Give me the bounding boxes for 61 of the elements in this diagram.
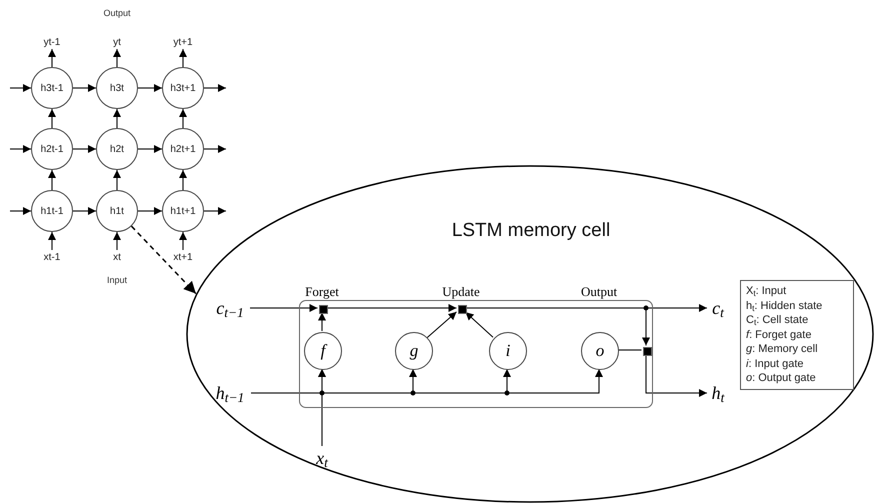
arrow [113,170,121,190]
arrow [72,207,96,215]
arrow [48,108,56,128]
arrow [10,207,32,215]
legend-entry: g: Memory cell [746,342,819,357]
arrow [113,232,121,250]
arrow [204,84,226,92]
gate-heading: Forget [304,285,340,298]
sequence-label: xt+1 [166,250,200,264]
math-label: h$_{t−1}$ [209,381,251,405]
sequence-label: yt+1 [166,35,200,49]
arrow [48,170,56,190]
product-square [642,346,652,356]
sequence-label: xt [100,250,134,264]
arrow [646,354,708,397]
math-label: x$_{t}$ [309,446,335,470]
arrow [318,312,326,332]
legend-entry: i: Input gate [746,356,804,372]
legend-entry: X$_{t}$: Input [746,284,788,299]
product-square [318,304,328,314]
sequence-label: xt-1 [35,250,69,264]
sequence-label: yt-1 [35,35,69,49]
arrow [179,48,187,68]
arrow [179,108,187,128]
arrow [138,84,162,92]
sequence-label: yt [100,35,134,49]
arrow [465,312,494,338]
arrow [318,368,326,446]
cell-title: LSTM memory cell [450,219,612,243]
output-caption: Output [102,9,132,18]
arrow [113,48,121,68]
arrow [179,170,187,190]
arrow [138,145,162,153]
arrow [204,207,226,215]
arrow [48,48,56,68]
math-label: h$_{t}$ [707,381,729,405]
legend-entry: h$_{t}$: Hidden state [746,298,824,314]
arrow [10,145,32,153]
arrow [326,304,457,312]
legend-entry: C$_{t}$: Cell state [746,313,810,328]
cell-frame [299,300,653,408]
gate-heading: Update [441,285,481,298]
arrow [72,84,96,92]
arrow [426,311,457,338]
arrow [48,232,56,250]
legend-box [740,280,854,390]
legend-entry: o: Output gate [746,371,817,386]
math-label: c$_{t}$ [707,296,729,320]
arrow [113,108,121,128]
legend-entry: f: Forget gate [746,328,812,342]
math-label: c$_{t−1}$ [210,296,250,320]
arrow [179,232,187,250]
gate-heading: Output [580,285,618,298]
arrow [204,145,226,153]
arrow [10,84,32,92]
arrow [72,145,96,153]
product-square [458,304,466,314]
arrow [138,207,162,215]
arrow [250,304,318,312]
input-caption: Input [106,276,128,285]
dashed-arrow [130,226,196,294]
